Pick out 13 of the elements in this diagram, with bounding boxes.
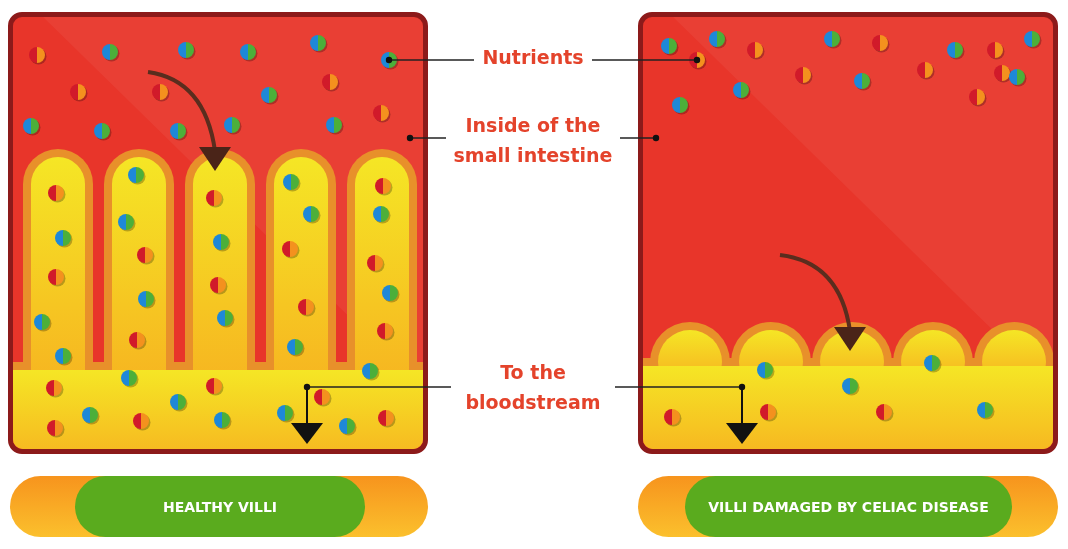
caption-bar bbox=[10, 476, 428, 537]
leader-line bbox=[385, 56, 475, 64]
caption-bar bbox=[638, 476, 1058, 537]
callout-label: Nutrients bbox=[478, 42, 588, 72]
panel-caption: HEALTHY VILLI bbox=[75, 476, 365, 537]
leader-line bbox=[303, 383, 452, 391]
panel-caption: VILLI DAMAGED BY CELIAC DISEASE bbox=[685, 476, 1012, 537]
leader-line bbox=[406, 134, 447, 142]
leader-line bbox=[619, 134, 660, 142]
callout-label: To the bloodstream bbox=[455, 357, 611, 417]
leader-line bbox=[591, 56, 701, 64]
leader-line bbox=[614, 383, 746, 391]
callout-label: Inside of the small intestine bbox=[450, 110, 616, 170]
